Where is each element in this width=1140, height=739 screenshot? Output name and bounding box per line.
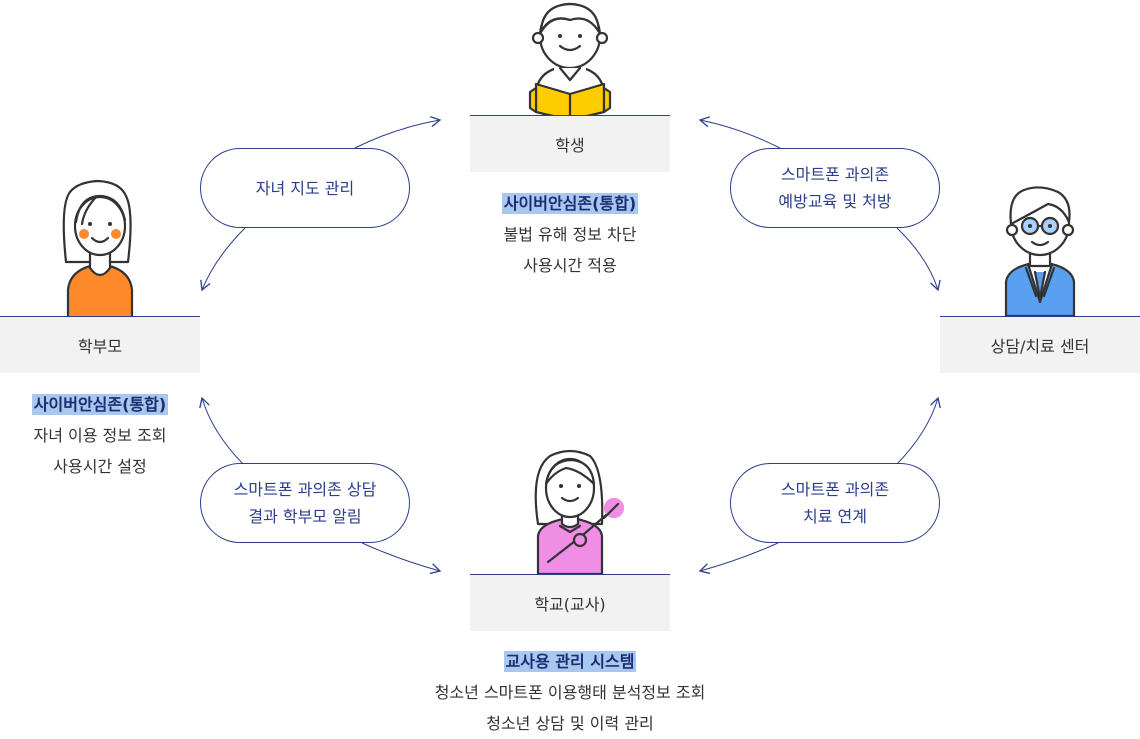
flow-label: 스마트폰 과의존 bbox=[780, 480, 890, 499]
parent-info: 사이버안심존(통합) 자녀 이용 정보 조회 사용시간 설정 bbox=[0, 389, 200, 482]
arrow-teacher-to-center bbox=[896, 396, 941, 465]
node-student-label: 학생 bbox=[555, 136, 585, 155]
flow-label: 치료 연계 bbox=[803, 507, 867, 526]
arrow-center-to-student bbox=[698, 116, 781, 149]
node-center-label: 상담/치료 센터 bbox=[990, 337, 1090, 356]
node-student: 학생 bbox=[470, 115, 670, 172]
parent-highlight: 사이버안심존(통합) bbox=[31, 394, 169, 415]
student-info: 사이버안심존(통합) 불법 유해 정보 차단 사용시간 적용 bbox=[420, 188, 720, 281]
flow-center-to-student: 스마트폰 과의존 예방교육 및 처방 bbox=[730, 148, 940, 228]
arrow-parent-to-student bbox=[354, 116, 442, 149]
arrow-parent-to-student-tail bbox=[200, 227, 246, 292]
teacher-info-line: 청소년 상담 및 이력 관리 bbox=[486, 714, 654, 733]
node-parent-label: 학부모 bbox=[77, 337, 123, 356]
flow-teacher-to-center: 스마트폰 과의존 치료 연계 bbox=[730, 463, 940, 543]
parent-info-line: 사용시간 설정 bbox=[53, 457, 147, 476]
teacher-highlight: 교사용 관리 시스템 bbox=[503, 651, 637, 672]
flow-label: 예방교육 및 처방 bbox=[778, 192, 892, 211]
node-parent: 학부모 bbox=[0, 316, 200, 373]
parent-info-line: 자녀 이용 정보 조회 bbox=[33, 426, 167, 445]
arrow-teacher-to-center-tail bbox=[698, 542, 779, 575]
node-center: 상담/치료 센터 bbox=[940, 316, 1140, 373]
flow-label: 결과 학부모 알림 bbox=[248, 507, 362, 526]
flow-label: 스마트폰 과의존 bbox=[780, 165, 890, 184]
teacher-info-line: 청소년 스마트폰 이용행태 분석정보 조회 bbox=[434, 683, 706, 702]
arrow-teacher-to-parent-tail bbox=[361, 542, 442, 575]
student-figure-icon bbox=[528, 2, 612, 122]
teacher-info: 교사용 관리 시스템 청소년 스마트폰 이용행태 분석정보 조회 청소년 상담 … bbox=[370, 646, 770, 739]
counselor-figure-icon bbox=[1004, 186, 1076, 318]
flow-parent-to-student: 자녀 지도 관리 bbox=[200, 148, 410, 228]
flow-label: 스마트폰 과의존 상담 bbox=[233, 480, 377, 499]
student-info-line: 사용시간 적용 bbox=[523, 256, 617, 275]
arrow-center-to-student-tail bbox=[896, 227, 941, 292]
student-highlight: 사이버안심존(통합) bbox=[501, 193, 639, 214]
flow-teacher-to-parent: 스마트폰 과의존 상담 결과 학부모 알림 bbox=[200, 463, 410, 543]
student-info-line: 불법 유해 정보 차단 bbox=[503, 225, 637, 244]
node-teacher-label: 학교(교사) bbox=[534, 595, 606, 614]
arrow-teacher-to-parent bbox=[199, 396, 244, 465]
parent-figure-icon bbox=[62, 179, 134, 318]
teacher-figure-icon bbox=[534, 449, 625, 576]
node-teacher: 학교(교사) bbox=[470, 574, 670, 631]
flow-label: 자녀 지도 관리 bbox=[255, 178, 355, 198]
